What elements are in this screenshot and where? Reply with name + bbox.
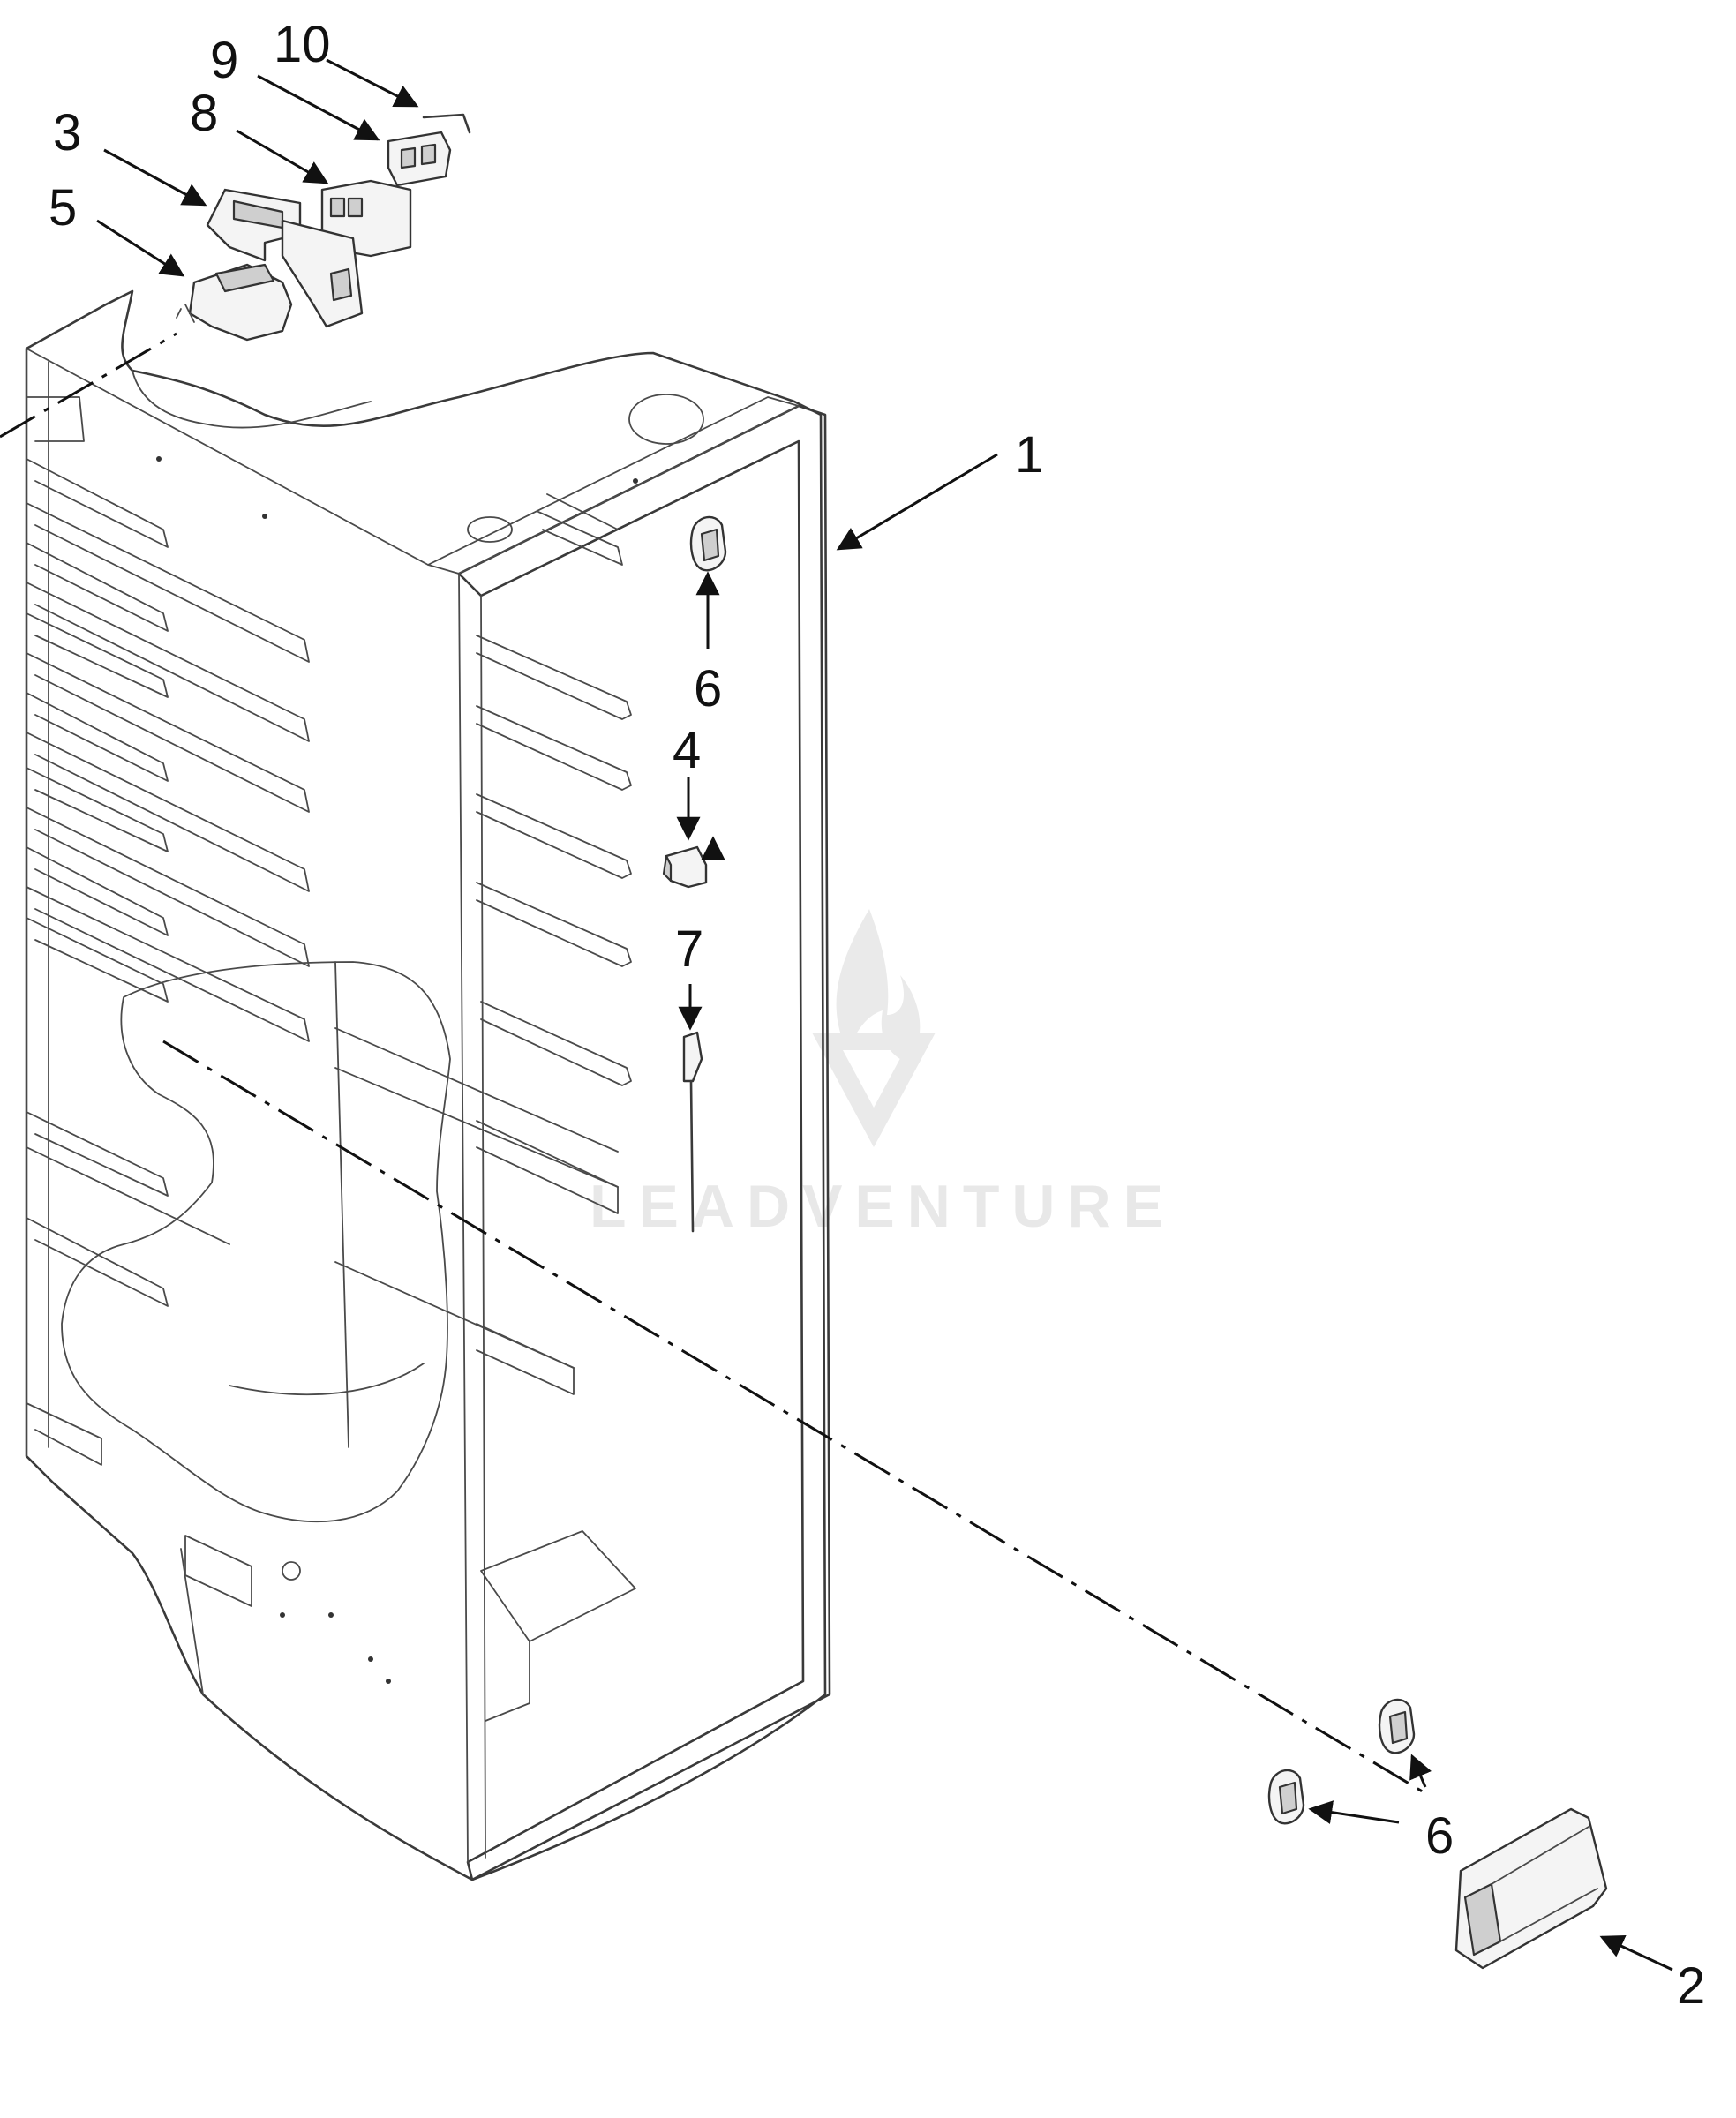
callout-10: 10 (274, 16, 331, 73)
part-9-connector (387, 131, 452, 187)
part-7-sensor (682, 1031, 703, 1233)
part-5-housing (176, 263, 293, 342)
callout-2: 2 (1677, 1957, 1705, 2015)
dashed-guide-lines (0, 332, 1431, 1798)
callout-8: 8 (190, 85, 218, 142)
part-6-clip-lower-right (1378, 1698, 1416, 1754)
left-wall-shelf-rails (26, 458, 310, 1607)
callout-9: 9 (210, 32, 238, 89)
part-10-clip (422, 113, 471, 134)
watermark-text: LEADVENTURE (590, 1173, 1176, 1240)
refrigerator-liner-cabinet (25, 289, 831, 1881)
part-2-light-housing (1454, 1807, 1608, 1970)
watermark-flame-icon (836, 909, 921, 1063)
cutaway-view (61, 961, 451, 1523)
callout-4: 4 (673, 722, 701, 779)
part-6-clip-lower-left (1267, 1769, 1305, 1825)
callout-3: 3 (53, 104, 81, 161)
right-wall-shelf-rails (476, 493, 632, 1395)
callout-labels: 1 2 3 4 5 6 6 7 8 9 10 (49, 16, 1705, 2015)
part-3-bracket (206, 188, 302, 262)
part-6-clip-upper (689, 515, 727, 572)
callout-7: 7 (675, 920, 703, 978)
callout-1: 1 (1015, 426, 1043, 484)
callout-6-upper: 6 (694, 660, 722, 717)
callout-6-lower: 6 (1425, 1807, 1454, 1865)
part-4-switch (662, 845, 708, 889)
leader-lines (96, 58, 1673, 1972)
watermark: LEADVENTURE (590, 909, 1176, 1240)
callout-5: 5 (49, 179, 77, 237)
watermark-v-logo-icon (812, 1033, 936, 1147)
part-8-control-module (281, 179, 412, 328)
